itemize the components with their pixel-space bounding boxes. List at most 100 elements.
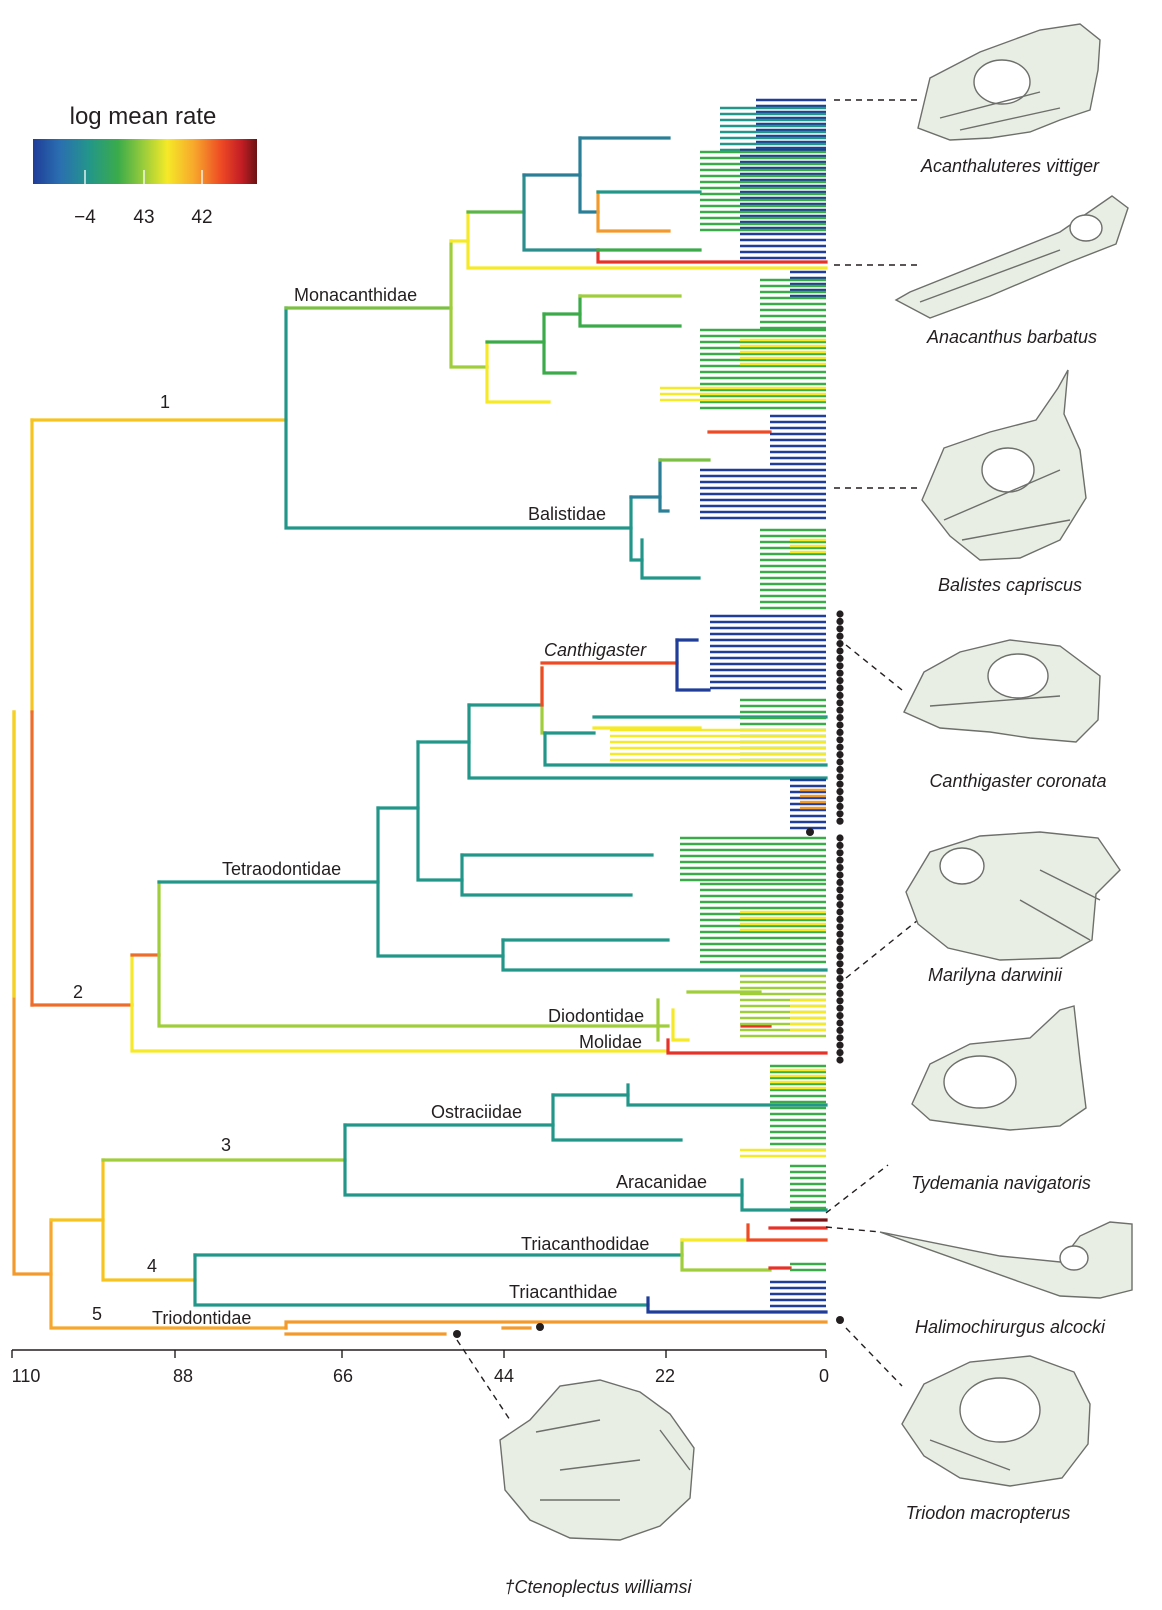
branch-number: 4 <box>147 1256 157 1276</box>
legend-colorbar <box>33 139 257 184</box>
branch-numbers: 1 2 3 4 5 <box>73 392 231 1324</box>
skull-render-icon <box>902 1356 1090 1486</box>
axis-tick-label: 88 <box>173 1366 193 1386</box>
skull-render-icon <box>912 1006 1086 1130</box>
marker-dot <box>836 810 843 817</box>
marker-dot <box>836 744 843 751</box>
marker-dot-column <box>836 610 843 1063</box>
marker-dot <box>836 721 843 728</box>
marker-dot <box>836 647 843 654</box>
marker-dot <box>836 1056 843 1063</box>
skull-render-icon <box>906 832 1120 960</box>
marker-dot <box>836 699 843 706</box>
marker-dot <box>836 736 843 743</box>
marker-dot <box>836 864 843 871</box>
marker-dot <box>836 788 843 795</box>
leader-line <box>846 920 918 978</box>
axis-tick-label: 110 <box>12 1366 41 1386</box>
branch-number: 1 <box>160 392 170 412</box>
species-label: Halimochirurgus alcocki <box>915 1317 1106 1337</box>
leader-line <box>846 645 902 690</box>
species-label: Balistes capriscus <box>938 575 1082 595</box>
marker-dot <box>836 714 843 721</box>
marker-dot <box>836 1049 843 1056</box>
label-triacanthodidae: Triacanthodidae <box>521 1234 649 1254</box>
fossil-render-icon <box>500 1380 694 1540</box>
marker-dot <box>836 842 843 849</box>
marker-dot <box>836 968 843 975</box>
marker-dot <box>836 818 843 825</box>
skull-render-icon <box>922 370 1086 560</box>
marker-dot <box>836 894 843 901</box>
skull-render-icon <box>880 1222 1132 1298</box>
legend-title: log mean rate <box>70 103 217 130</box>
branch-triodontidae <box>286 1322 826 1328</box>
label-aracanidae: Aracanidae <box>616 1172 707 1192</box>
label-triodontidae: Triodontidae <box>152 1308 251 1328</box>
marker-dot <box>836 945 843 952</box>
time-axis: 110 88 66 44 22 0 <box>12 1350 829 1386</box>
marker-dot <box>836 618 843 625</box>
legend-tick-label: 43 <box>133 207 154 228</box>
marker-dot <box>836 625 843 632</box>
marker-dot <box>836 849 843 856</box>
marker-dot <box>836 953 843 960</box>
label-molidae: Molidae <box>579 1032 642 1052</box>
rate-legend: log mean rate −4 43 42 <box>33 103 257 228</box>
marker-dot <box>836 773 843 780</box>
marker-dot <box>836 1019 843 1026</box>
marker-dot <box>836 923 843 930</box>
leader-line <box>826 1165 888 1213</box>
legend-tick-label: 42 <box>191 207 212 228</box>
marker-dot <box>836 1034 843 1041</box>
marker-dot <box>836 640 843 647</box>
species-label: †Ctenoplectus williamsi <box>504 1577 692 1597</box>
marker-dot <box>836 916 843 923</box>
species-label: Triodon macropterus <box>906 1503 1071 1523</box>
marker-dot <box>836 938 843 945</box>
marker-dot <box>836 729 843 736</box>
species-label: Marilyna darwinii <box>928 965 1063 985</box>
species-label: Acanthaluteres vittiger <box>920 156 1100 176</box>
skull-render-icon <box>896 196 1128 318</box>
marker-dot <box>836 1027 843 1034</box>
branch-number: 2 <box>73 982 83 1002</box>
marker-dot <box>836 975 843 982</box>
marker-dot <box>836 751 843 758</box>
marker-dot <box>836 931 843 938</box>
marker-dot <box>836 766 843 773</box>
marker-dot <box>836 684 843 691</box>
marker-dot <box>836 781 843 788</box>
axis-tick-label: 22 <box>655 1366 675 1386</box>
species-label: Canthigaster coronata <box>929 771 1106 791</box>
marker-dot <box>836 670 843 677</box>
fossil-dot <box>836 1316 844 1324</box>
clade-tetraodontiformes-puffers <box>378 640 826 1053</box>
marker-dot <box>836 990 843 997</box>
marker-dot <box>836 633 843 640</box>
branch-number: 5 <box>92 1304 102 1324</box>
label-canthigaster: Canthigaster <box>544 640 647 660</box>
species-label: Anacanthus barbatus <box>926 327 1097 347</box>
terminal-tips <box>610 100 826 1312</box>
fossil-dot <box>806 828 814 836</box>
axis-tick-label: 66 <box>333 1366 353 1386</box>
marker-dot <box>836 662 843 669</box>
marker-dot <box>836 997 843 1004</box>
species-label: Tydemania navigatoris <box>911 1173 1091 1193</box>
label-triacanthidae: Triacanthidae <box>509 1282 617 1302</box>
marker-dot <box>836 795 843 802</box>
marker-dot <box>836 871 843 878</box>
fossil-dot <box>453 1330 461 1338</box>
branch-number: 3 <box>221 1135 231 1155</box>
marker-dot <box>836 692 843 699</box>
marker-dot <box>836 982 843 989</box>
marker-dot <box>836 803 843 810</box>
leader-line <box>846 1328 902 1386</box>
marker-dot <box>836 1012 843 1019</box>
label-tetraodontidae: Tetraodontidae <box>222 859 341 879</box>
marker-dot <box>836 879 843 886</box>
skull-render-icon <box>918 24 1100 140</box>
fossil-dot <box>536 1323 544 1331</box>
